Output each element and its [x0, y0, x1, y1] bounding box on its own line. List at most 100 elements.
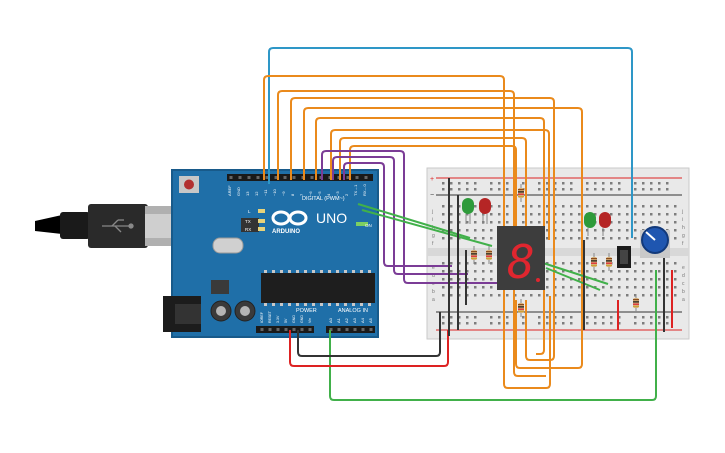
bb-hole[interactable] — [586, 286, 589, 289]
bb-hole[interactable] — [586, 188, 589, 191]
bb-hole[interactable] — [474, 182, 477, 185]
bb-hole[interactable] — [546, 182, 549, 185]
header-pin[interactable] — [268, 328, 272, 331]
bb-hole[interactable] — [450, 237, 453, 240]
bb-hole[interactable] — [458, 205, 461, 208]
bb-hole[interactable] — [466, 316, 469, 319]
header-pin[interactable] — [337, 328, 341, 331]
bb-hole[interactable] — [562, 188, 565, 191]
bb-hole[interactable] — [482, 278, 485, 281]
bb-hole[interactable] — [482, 270, 485, 273]
bb-hole[interactable] — [450, 229, 453, 232]
bb-hole[interactable] — [618, 182, 621, 185]
pushbutton[interactable] — [617, 246, 631, 268]
bb-hole[interactable] — [530, 213, 533, 216]
bb-hole[interactable] — [626, 270, 629, 273]
bb-hole[interactable] — [610, 213, 613, 216]
bb-hole[interactable] — [506, 213, 509, 216]
bb-hole[interactable] — [618, 229, 621, 232]
bb-hole[interactable] — [602, 188, 605, 191]
header-pin[interactable] — [284, 328, 288, 331]
bb-hole[interactable] — [450, 221, 453, 224]
bb-hole[interactable] — [458, 229, 461, 232]
bb-hole[interactable] — [530, 294, 533, 297]
bb-hole[interactable] — [634, 270, 637, 273]
bb-hole[interactable] — [570, 262, 573, 265]
bb-hole[interactable] — [674, 213, 677, 216]
bb-hole[interactable] — [650, 221, 653, 224]
bb-hole[interactable] — [538, 221, 541, 224]
bb-hole[interactable] — [490, 237, 493, 240]
bb-hole[interactable] — [658, 270, 661, 273]
bb-hole[interactable] — [458, 286, 461, 289]
bb-hole[interactable] — [546, 262, 549, 265]
bb-hole[interactable] — [618, 188, 621, 191]
bb-hole[interactable] — [546, 213, 549, 216]
bb-hole[interactable] — [538, 294, 541, 297]
bb-hole[interactable] — [562, 205, 565, 208]
bb-hole[interactable] — [490, 262, 493, 265]
bb-hole[interactable] — [650, 294, 653, 297]
bb-hole[interactable] — [442, 278, 445, 281]
bb-hole[interactable] — [658, 188, 661, 191]
bb-hole[interactable] — [522, 221, 525, 224]
bb-hole[interactable] — [450, 188, 453, 191]
header-pin[interactable] — [283, 176, 287, 179]
bb-hole[interactable] — [610, 221, 613, 224]
bb-hole[interactable] — [674, 262, 677, 265]
bb-hole[interactable] — [594, 188, 597, 191]
bb-hole[interactable] — [618, 270, 621, 273]
bb-hole[interactable] — [586, 294, 589, 297]
bb-hole[interactable] — [634, 182, 637, 185]
bb-hole[interactable] — [466, 221, 469, 224]
resistor[interactable] — [471, 246, 477, 264]
bb-hole[interactable] — [562, 229, 565, 232]
bb-hole[interactable] — [570, 182, 573, 185]
header-pin[interactable] — [247, 176, 251, 179]
bb-hole[interactable] — [602, 294, 605, 297]
bb-hole[interactable] — [570, 188, 573, 191]
header-pin[interactable] — [329, 328, 333, 331]
bb-hole[interactable] — [658, 322, 661, 325]
bb-hole[interactable] — [482, 237, 485, 240]
header-pin[interactable] — [353, 328, 357, 331]
bb-hole[interactable] — [466, 182, 469, 185]
header-pin[interactable] — [346, 176, 350, 179]
bb-hole[interactable] — [586, 229, 589, 232]
bb-hole[interactable] — [450, 213, 453, 216]
header-pin[interactable] — [345, 328, 349, 331]
bb-hole[interactable] — [466, 286, 469, 289]
bb-hole[interactable] — [674, 294, 677, 297]
bb-hole[interactable] — [450, 182, 453, 185]
bb-hole[interactable] — [642, 286, 645, 289]
bb-hole[interactable] — [658, 294, 661, 297]
header-pin[interactable] — [300, 328, 304, 331]
bb-hole[interactable] — [458, 322, 461, 325]
bb-hole[interactable] — [546, 237, 549, 240]
bb-hole[interactable] — [578, 286, 581, 289]
bb-hole[interactable] — [666, 278, 669, 281]
bb-hole[interactable] — [466, 213, 469, 216]
bb-hole[interactable] — [506, 322, 509, 325]
bb-hole[interactable] — [674, 237, 677, 240]
bb-hole[interactable] — [474, 262, 477, 265]
bb-hole[interactable] — [666, 286, 669, 289]
bb-hole[interactable] — [610, 188, 613, 191]
bb-hole[interactable] — [642, 322, 645, 325]
header-pin[interactable] — [274, 176, 278, 179]
bb-hole[interactable] — [586, 278, 589, 281]
bb-hole[interactable] — [554, 188, 557, 191]
bb-hole[interactable] — [498, 316, 501, 319]
bb-hole[interactable] — [546, 286, 549, 289]
bb-hole[interactable] — [650, 182, 653, 185]
bb-hole[interactable] — [658, 262, 661, 265]
bb-hole[interactable] — [594, 322, 597, 325]
bb-hole[interactable] — [538, 316, 541, 319]
bb-hole[interactable] — [578, 229, 581, 232]
bb-hole[interactable] — [442, 237, 445, 240]
bb-hole[interactable] — [474, 221, 477, 224]
bb-hole[interactable] — [442, 286, 445, 289]
bb-hole[interactable] — [578, 205, 581, 208]
bb-hole[interactable] — [546, 322, 549, 325]
bb-hole[interactable] — [490, 182, 493, 185]
